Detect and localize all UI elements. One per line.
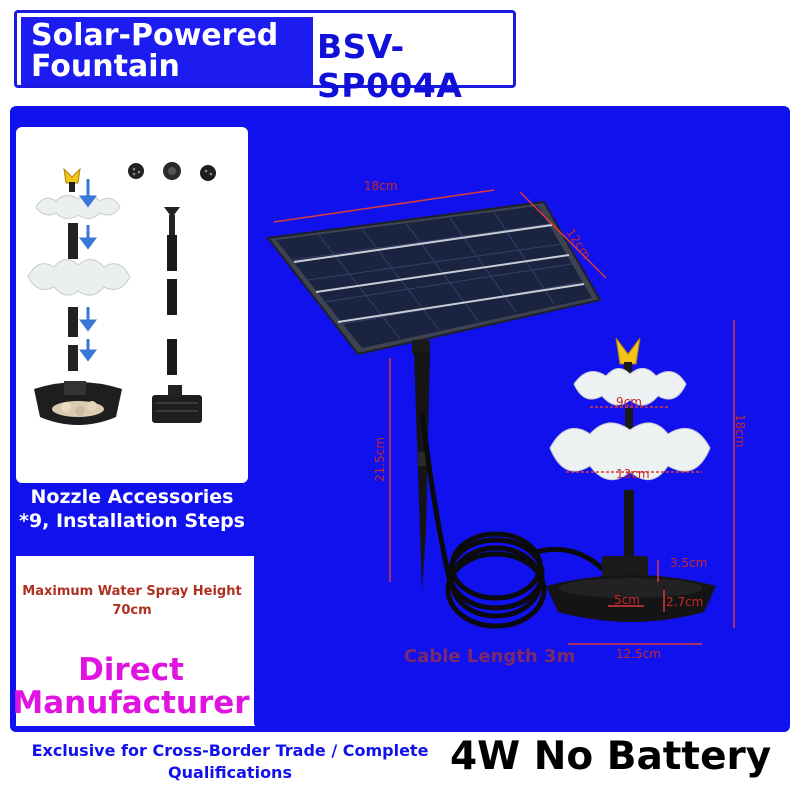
spray-label: Maximum Water Spray Height	[22, 584, 242, 599]
pump-height-label: 3.5cm	[670, 556, 707, 570]
title-box: Solar-Powered Fountain BSV-SP004A	[14, 10, 516, 105]
panel-width-label: 18cm	[364, 179, 398, 193]
installation-illustration	[27, 162, 216, 425]
spray-height-note: Maximum Water Spray Height 70cm	[12, 582, 252, 620]
exclusive-line-1: Exclusive for Cross-Border Trade / Compl…	[31, 741, 429, 760]
nozzle-accessories-icons	[128, 162, 216, 181]
product-title: Solar-Powered Fountain	[21, 17, 313, 85]
dimension-lines	[273, 189, 735, 645]
pump-icon	[152, 385, 202, 423]
base-diameter-label: 12.5cm	[616, 647, 661, 661]
exclusive-note: Exclusive for Cross-Border Trade / Compl…	[20, 740, 440, 784]
upper-tube	[68, 223, 78, 259]
steps-caption: Nozzle Accessories *9, Installation Step…	[19, 486, 245, 532]
upper-tier-icon	[35, 195, 121, 219]
manufacturer-line-2: Manufacturer	[12, 685, 250, 721]
product-illustration: 18cm 12cm 21.5cm 18cm 9cm 13cm 3.5cm 5cm…	[266, 179, 747, 667]
cable-length-label: Cable Length 3m	[404, 646, 575, 667]
spray-value: 70cm	[112, 603, 152, 618]
install-arrow-icons	[79, 179, 97, 362]
title-line-2: Fountain	[31, 49, 180, 84]
upper-tier-label: 9cm	[616, 395, 642, 409]
lower-tier-label: 13cm	[616, 467, 650, 481]
cable-coil-icon	[419, 411, 606, 629]
manufacturer-badge: Direct Manufacturer	[10, 654, 252, 720]
exclusive-line-2: Qualifications	[168, 763, 292, 782]
fountain-height-label: 18cm	[733, 414, 747, 448]
model-number: BSV-SP004A	[317, 27, 463, 105]
power-spec: 4W No Battery	[450, 734, 772, 779]
base-bowl-icon	[34, 381, 122, 425]
product-photo: 18cm 12cm 21.5cm 18cm 9cm 13cm 3.5cm 5cm…	[254, 112, 784, 727]
lower-tier-icon	[27, 259, 131, 296]
pump-tube	[68, 345, 78, 371]
extension-tubes-icon	[164, 207, 180, 375]
stake-length-label: 21.5cm	[373, 437, 387, 482]
base-height-label: 2.7cm	[666, 595, 703, 609]
solar-panel-icon	[266, 200, 602, 356]
manufacturer-line-1: Direct	[78, 652, 184, 688]
fountain-icon	[546, 337, 716, 622]
installation-steps-card	[16, 127, 248, 483]
lower-tube	[68, 307, 78, 337]
title-line-1: Solar-Powered	[31, 18, 279, 53]
pump-width-label: 5cm	[614, 593, 640, 607]
left-info-area	[16, 556, 256, 726]
ground-stake-icon	[412, 340, 430, 592]
nozzle-icon	[63, 167, 81, 192]
dimension-labels: 18cm 12cm 21.5cm 18cm 9cm 13cm 3.5cm 5cm…	[364, 179, 747, 661]
